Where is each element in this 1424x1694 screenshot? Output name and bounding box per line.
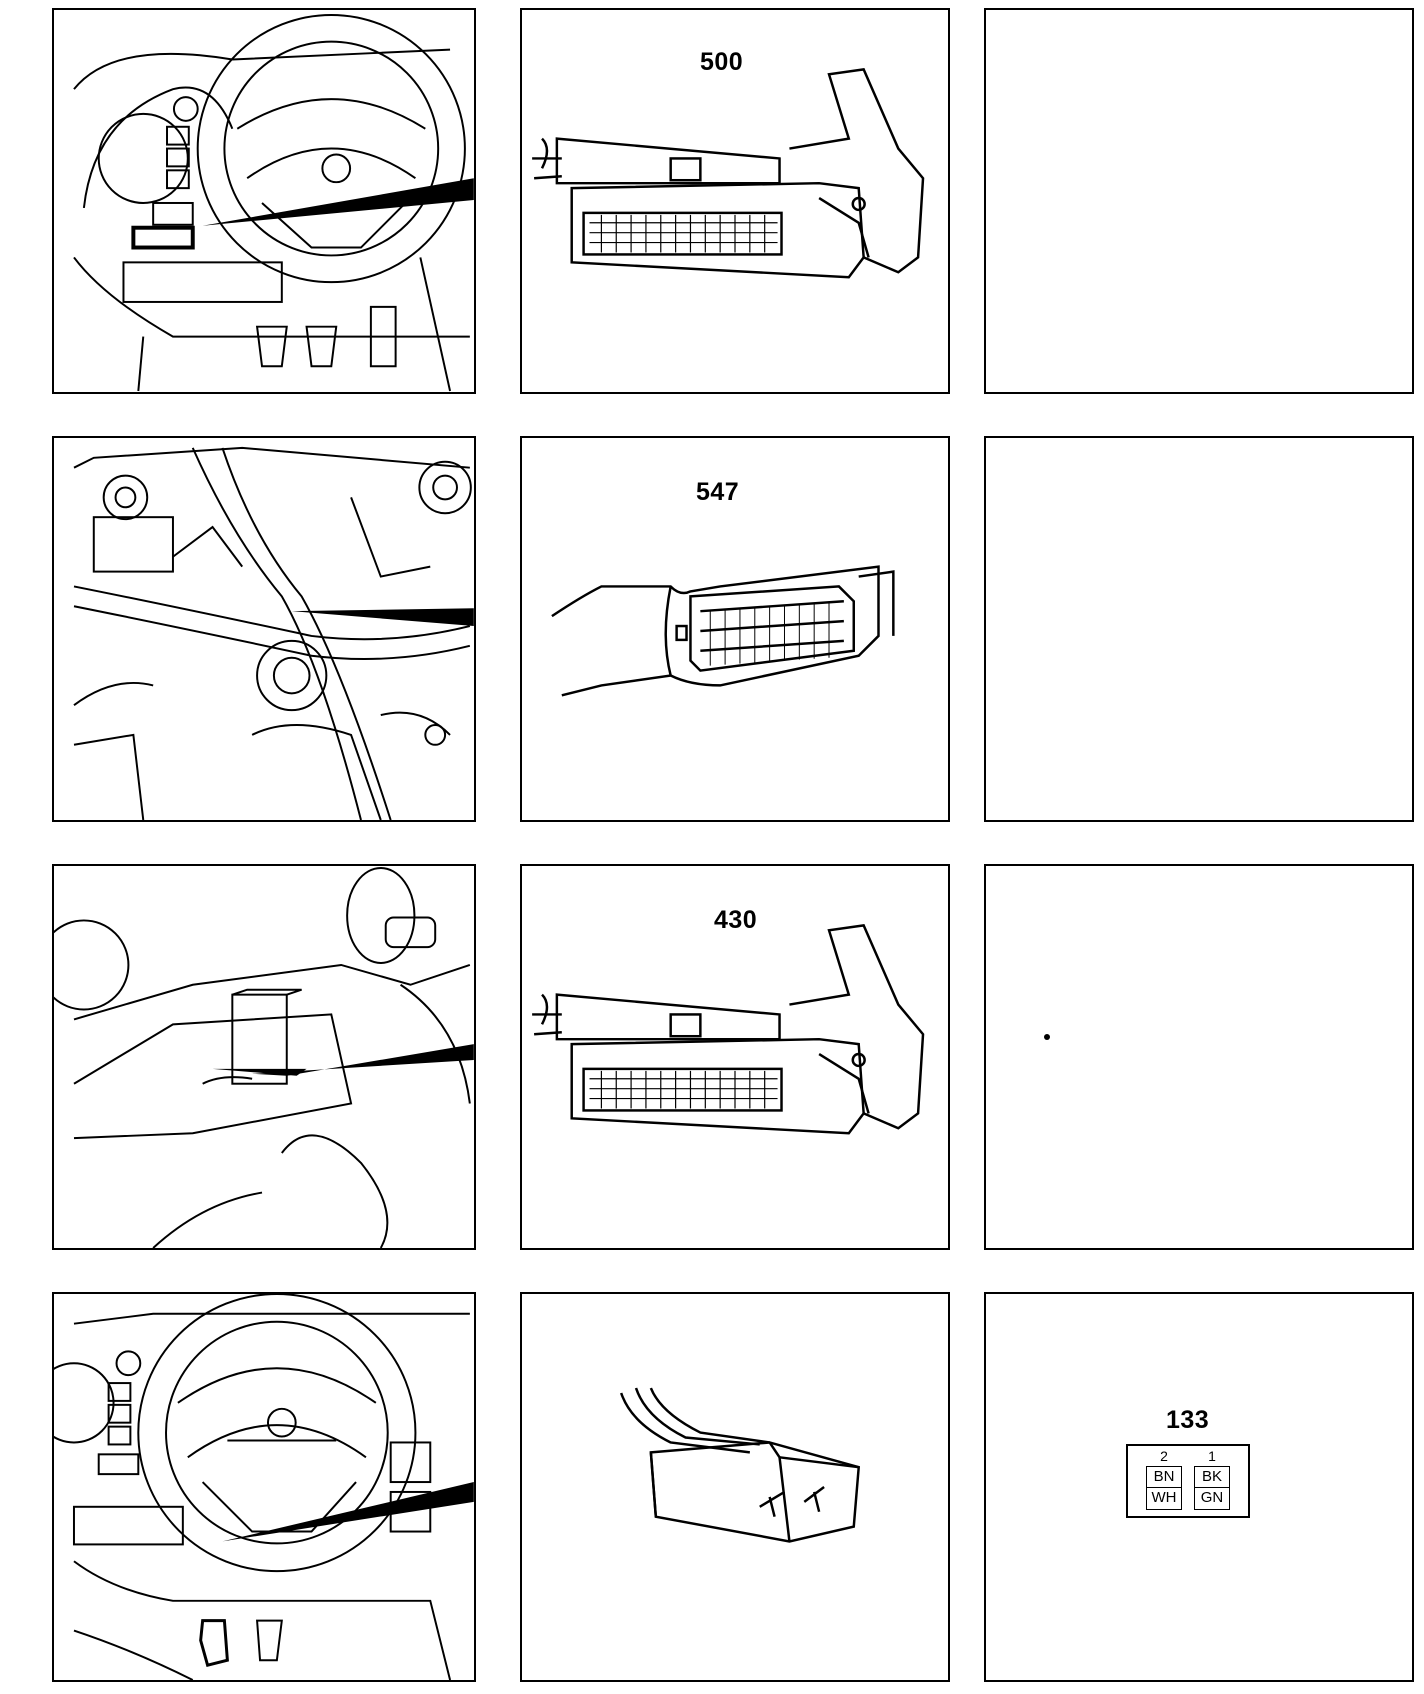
wire-color-bottom: WH bbox=[1151, 1489, 1177, 1506]
two-pin-connector-illustration bbox=[620, 1387, 861, 1543]
connector-code-label: 430 bbox=[714, 906, 758, 934]
connector-view-1: 500 bbox=[520, 8, 950, 394]
stray-dot bbox=[1044, 1034, 1050, 1040]
connector-view-2: 547 bbox=[520, 436, 950, 822]
wire-color-top: BK bbox=[1195, 1467, 1229, 1488]
location-view-passenger-side-3 bbox=[52, 864, 476, 1250]
location-view-engine-bay-2 bbox=[52, 436, 476, 822]
connector-code-label: 500 bbox=[700, 48, 744, 76]
pinout-view-1 bbox=[984, 8, 1414, 394]
engine-bay-illustration bbox=[73, 446, 474, 820]
location-view-dashboard-1 bbox=[52, 8, 476, 394]
wire-color-top: BN bbox=[1147, 1467, 1181, 1488]
wire-color-bottom: GN bbox=[1200, 1489, 1224, 1506]
dashboard-illustration bbox=[54, 1294, 474, 1680]
dashboard-illustration bbox=[73, 13, 474, 392]
pin-cell: BK GN bbox=[1194, 1466, 1230, 1510]
pin-number: 2 bbox=[1160, 1448, 1168, 1464]
connector-view-4 bbox=[520, 1292, 950, 1682]
pinout-view-2 bbox=[984, 436, 1414, 822]
ecu-connector-illustration bbox=[532, 68, 925, 279]
passenger-footwell-illustration bbox=[54, 866, 474, 1248]
connector-view-3: 430 bbox=[520, 864, 950, 1250]
pinout-view-3 bbox=[984, 864, 1414, 1250]
connector-code-label: 547 bbox=[696, 478, 740, 506]
engine-connector-illustration bbox=[551, 565, 895, 697]
pinout-diagram: 2 BN WH 1 BK GN bbox=[1126, 1444, 1250, 1518]
ecu-connector-illustration bbox=[532, 924, 925, 1135]
pin-number: 1 bbox=[1208, 1448, 1216, 1464]
connector-code-label: 133 bbox=[1166, 1406, 1210, 1434]
location-view-dashboard-4 bbox=[52, 1292, 476, 1682]
pinout-view-4: 133 2 BN WH 1 BK GN bbox=[984, 1292, 1414, 1682]
pin-cell: BN WH bbox=[1146, 1466, 1182, 1510]
